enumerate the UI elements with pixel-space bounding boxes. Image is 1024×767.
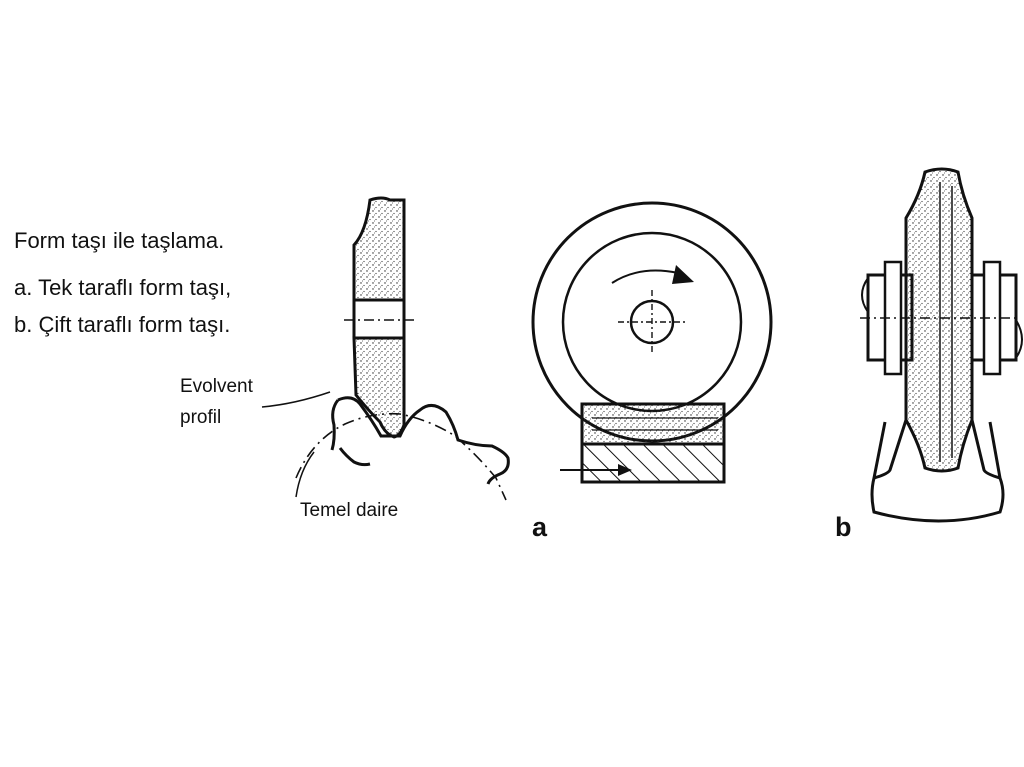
figure-b-gear-segment	[870, 419, 1005, 523]
caption-item-a: a. Tek taraflı form taşı,	[14, 275, 232, 300]
figure-a-wheel	[531, 201, 773, 443]
figure-a-letter: a	[532, 512, 548, 542]
profil-label: profil	[180, 407, 222, 428]
temel-daire-label: Temel daire	[300, 500, 399, 521]
figure-b-letter: b	[835, 512, 852, 542]
figure-b-form-wheel	[860, 167, 1020, 473]
caption-title: Form taşı ile taşlama.	[14, 228, 225, 253]
rotation-arrow-arc	[611, 269, 679, 284]
single-sided-form-wheel	[344, 196, 415, 439]
base-circle-arc	[295, 412, 507, 501]
evolvent-leader-line	[261, 391, 331, 408]
evolvent-label: Evolvent	[180, 376, 253, 397]
involute-gear-outline	[330, 396, 510, 485]
figure-a-workpiece	[560, 402, 726, 484]
temel-daire-leader-line	[295, 451, 315, 498]
rotation-arrowhead	[672, 265, 694, 284]
caption-item-b: b. Çift taraflı form taşı.	[14, 312, 231, 337]
